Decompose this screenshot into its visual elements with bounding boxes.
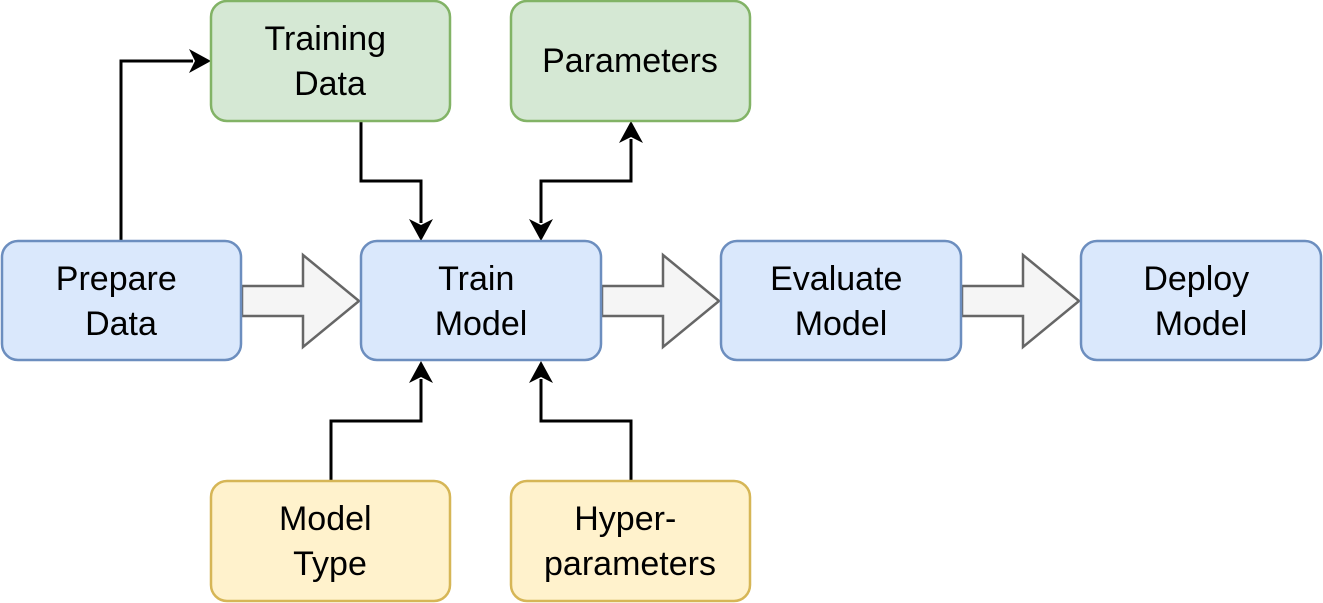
- node-box: [509, 479, 752, 603]
- node-prepare-data: Prepare Data: [0, 239, 243, 362]
- node-parameters: Parameters: [509, 0, 752, 123]
- node-evaluate-model: Evaluate Model: [719, 239, 963, 362]
- node-box: [719, 239, 963, 362]
- edge-hyperparameters-to-train-model: [529, 361, 633, 481]
- node-training-data: Training Data: [209, 0, 452, 123]
- node-label: Parameters: [542, 42, 718, 80]
- flow-arrows: [240, 252, 1081, 350]
- edge-prepare-data-to-training-data: [119, 49, 211, 241]
- node-label: Train Model: [435, 260, 528, 343]
- node-box: [209, 0, 452, 123]
- edge-model-type-to-train-model: [329, 361, 433, 481]
- node-hyperparameters: Hyper- parameters: [509, 479, 752, 603]
- node-label: Model Type: [279, 500, 381, 583]
- node-label: Deploy Model: [1143, 260, 1258, 343]
- flow-arrow-evaluate-to-deploy: [960, 252, 1081, 350]
- node-label: Evaluate Model: [770, 260, 912, 343]
- node-box: [1079, 239, 1323, 362]
- flow-arrow-prepare-to-train: [240, 252, 361, 350]
- node-box: [209, 479, 452, 603]
- node-box: [509, 0, 752, 123]
- edge-training-data-to-train-model: [359, 121, 433, 241]
- connector-edges: [119, 49, 643, 481]
- node-deploy-model: Deploy Model: [1079, 239, 1323, 362]
- node-label: Hyper- parameters: [544, 500, 716, 583]
- node-box: [0, 239, 243, 362]
- node-box: [359, 239, 603, 362]
- flow-arrow-train-to-evaluate: [600, 252, 721, 350]
- node-model-type: Model Type: [209, 479, 452, 603]
- node-train-model: Train Model: [359, 239, 603, 362]
- node-label: Training Data: [264, 20, 395, 103]
- node-label: Prepare Data: [56, 260, 186, 343]
- edge-train-model-parameters-bidirectional: [529, 121, 643, 241]
